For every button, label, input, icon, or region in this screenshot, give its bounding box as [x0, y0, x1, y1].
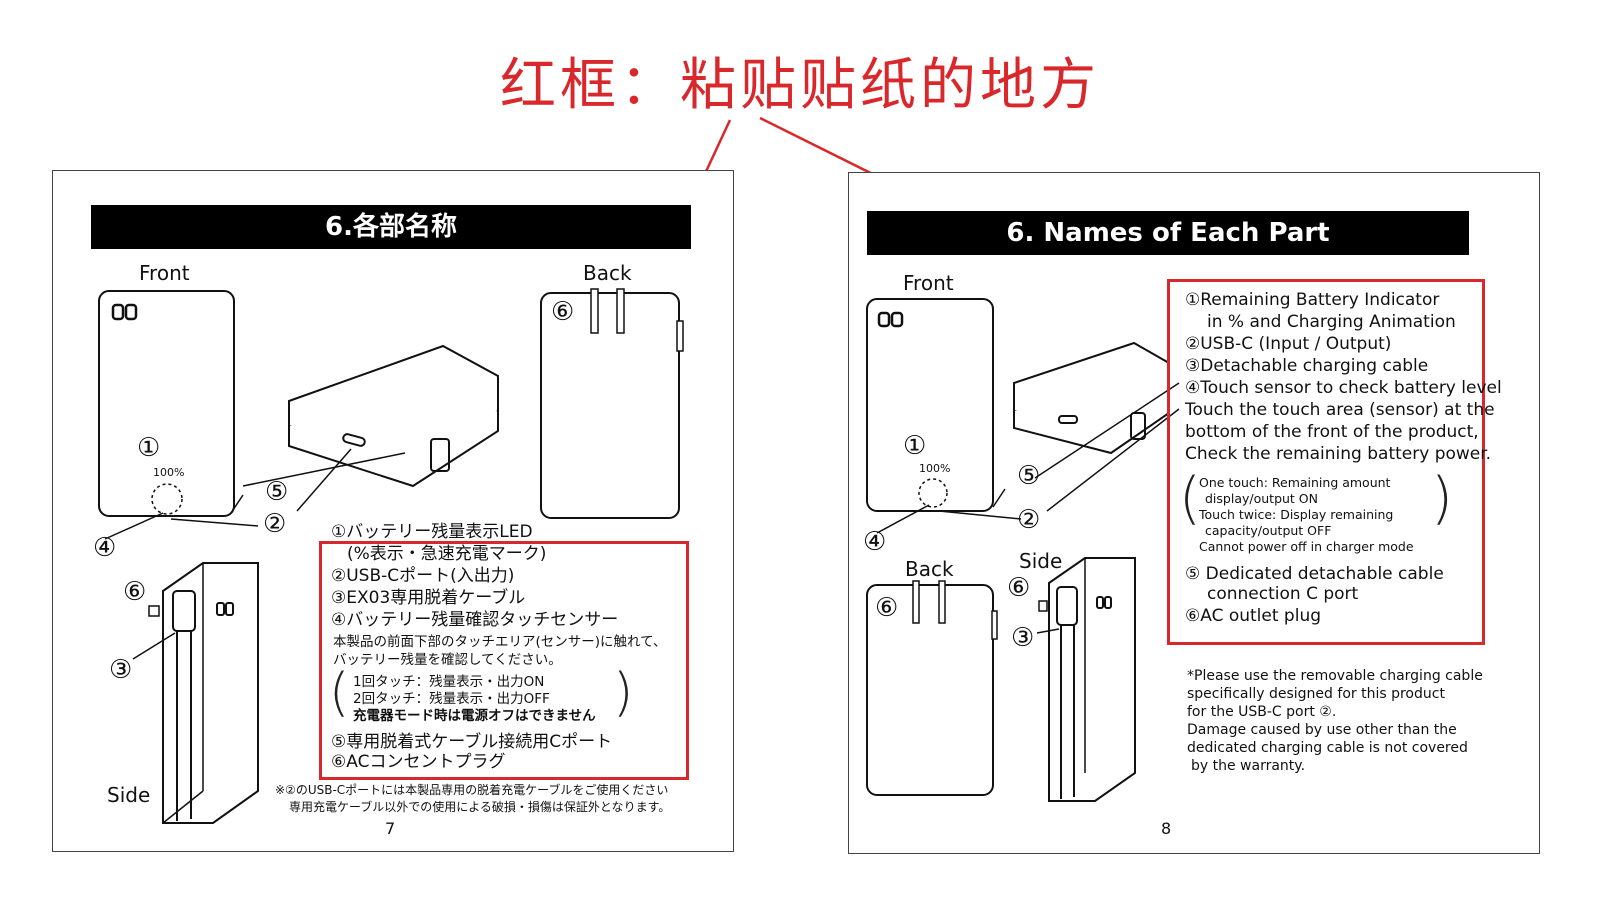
item-3-label: ③EX03専用脱着ケーブル — [331, 588, 526, 608]
touch-mode-2b-en: capacity/output OFF — [1205, 523, 1332, 538]
front-label-en: Front — [903, 271, 954, 295]
marker-5-en: ⑤ — [1017, 461, 1041, 491]
item-5-sub-en: connection C port — [1207, 584, 1359, 604]
front-view-drawing — [98, 290, 259, 540]
device-illustrations — [98, 288, 684, 824]
warranty-note-1: ※②のUSB-Cポートには本製品専用の脱着充電ケーブルをご使用ください — [275, 783, 669, 797]
item-1-label-en: ①Remaining Battery Indicator — [1185, 290, 1440, 310]
item-6-label-en: ⑥AC outlet plug — [1185, 606, 1322, 626]
item-2-label: ②USB-Cポート(入出力) — [331, 566, 515, 586]
touch-desc-2-en: bottom of the front of the product, — [1185, 422, 1479, 442]
marker-6-back: ⑥ — [551, 297, 575, 327]
warranty-note-2: 専用充電ケーブル以外での使用による破損・損傷は保証外となります。 — [289, 800, 671, 814]
warranty-note-4-en: Damage caused by use other than the — [1187, 722, 1457, 738]
annotation-title: 红框：粘贴贴纸的地方 — [500, 53, 1100, 118]
front-view-drawing-en — [866, 298, 1022, 534]
section-title-bar: 6.各部名称 — [91, 205, 691, 249]
marker-4: ④ — [93, 533, 117, 563]
side-view-drawing-en — [1036, 557, 1136, 802]
battery-display: 100% — [153, 466, 185, 479]
item-1-sub-en: in % and Charging Animation — [1207, 312, 1456, 332]
item-4-label: ④バッテリー残量確認タッチセンサー — [331, 610, 619, 630]
item-1-label: ①バッテリー残量表示LED — [331, 522, 533, 542]
warranty-note-3-en: for the USB-C port ②. — [1187, 704, 1337, 720]
touch-mode-3: 充電器モード時は電源オフはできません — [353, 708, 596, 724]
warranty-note-6-en: by the warranty. — [1191, 758, 1306, 774]
item-3-label-en: ③Detachable charging cable — [1185, 356, 1429, 376]
device-illustrations-en — [866, 298, 1180, 802]
port-closeup-drawing — [242, 344, 499, 512]
touch-mode-1: 1回タッチ：残量表示・出力ON — [353, 674, 545, 690]
marker-2-en: ② — [1017, 505, 1041, 535]
warranty-note-5-en: dedicated charging cable is not covered — [1187, 740, 1468, 756]
sticker-area-red-box-en — [1167, 279, 1485, 645]
manual-page-japanese: 6.各部名称 Front Back Side — [52, 170, 734, 852]
sticker-area-red-box — [319, 541, 689, 780]
back-view-drawing — [540, 288, 684, 519]
back-label: Back — [583, 261, 632, 285]
touch-desc-2: バッテリー残量を確認してください。 — [333, 652, 562, 668]
touch-desc-1: 本製品の前面下部のタッチエリア(センサー)に触れて、 — [333, 634, 667, 650]
front-label: Front — [139, 261, 190, 285]
side-view-drawing — [132, 562, 259, 824]
touch-mode-3-en: Cannot power off in charger mode — [1199, 539, 1414, 554]
manual-page-english: 6. Names of Each Part Front Back Side — [848, 172, 1540, 854]
side-label-en: Side — [1019, 549, 1063, 573]
marker-5: ⑤ — [265, 477, 289, 507]
touch-mode-1-en: One touch: Remaining amount — [1199, 475, 1391, 490]
item-5-label-en: ⑤ Dedicated detachable cable — [1185, 564, 1444, 584]
back-label-en: Back — [905, 557, 954, 581]
section-title-bar-en: 6. Names of Each Part — [867, 211, 1469, 255]
touch-desc-3-en: Check the remaining battery power. — [1185, 444, 1492, 464]
page-number-8: 8 — [1161, 819, 1172, 838]
marker-1-en: ① — [903, 431, 927, 461]
touch-mode-2: 2回タッチ：残量表示・出力OFF — [353, 691, 550, 707]
item-6-label: ⑥ACコンセントプラグ — [331, 752, 506, 772]
marker-1: ① — [137, 433, 161, 463]
battery-display-en: 100% — [919, 462, 951, 475]
side-label: Side — [107, 783, 151, 807]
touch-mode-2-en: Touch twice: Display remaining — [1199, 507, 1394, 522]
touch-mode-1b-en: display/output ON — [1205, 491, 1318, 506]
touch-desc-1-en: Touch the touch area (sensor) at the — [1185, 400, 1495, 420]
item-5-label: ⑤専用脱着式ケーブル接続用Cポート — [331, 732, 613, 752]
marker-6-side-en: ⑥ — [1007, 573, 1031, 603]
marker-3: ③ — [109, 655, 133, 685]
page-number-7: 7 — [385, 819, 396, 838]
item-2-label-en: ②USB-C (Input / Output) — [1185, 334, 1392, 354]
marker-4-en: ④ — [863, 527, 887, 557]
warranty-note-2-en: specifically designed for this product — [1187, 686, 1445, 702]
marker-6-back-en: ⑥ — [875, 593, 899, 623]
marker-6-side: ⑥ — [123, 577, 147, 607]
back-view-drawing-en — [866, 580, 998, 796]
warranty-note-1-en: *Please use the removable charging cable — [1187, 668, 1483, 684]
marker-3-en: ③ — [1011, 623, 1035, 653]
marker-2: ② — [263, 509, 287, 539]
item-4-label-en: ④Touch sensor to check battery level — [1185, 378, 1502, 398]
item-1-sub: (%表示・急速充電マーク) — [347, 544, 547, 564]
